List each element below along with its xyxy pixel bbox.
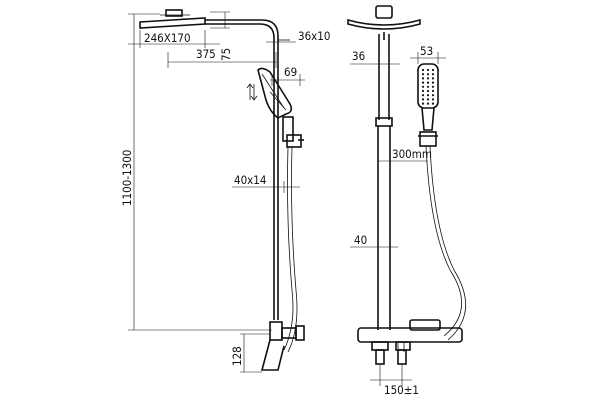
nozzle-dot xyxy=(421,85,425,88)
nozzle-grid xyxy=(421,68,435,105)
adjust-arrows-icon xyxy=(246,83,258,101)
nozzle-dot xyxy=(421,68,425,72)
nozzle-dot xyxy=(421,73,425,76)
nozzle-dot xyxy=(431,102,435,105)
hand-shower-front xyxy=(417,63,439,147)
overhead-shower-head xyxy=(139,9,206,29)
nozzle-dot xyxy=(421,77,425,80)
thermostatic-mixer-bar xyxy=(357,319,463,374)
dim-pipe-lower: 40 xyxy=(350,233,398,248)
nozzle-dot xyxy=(426,102,430,105)
nozzle-dot xyxy=(426,94,430,97)
riser-pipe-front xyxy=(375,34,393,330)
nozzle-dot xyxy=(431,77,435,80)
nozzle-dot xyxy=(431,85,435,88)
hose-front xyxy=(425,145,466,341)
dim-handshower-width-label: 53 xyxy=(420,44,433,58)
dim-wall-centers-label: 150±1 xyxy=(384,383,419,397)
dim-handshower-offset: 69 xyxy=(270,65,305,86)
dim-arm-fitting-label: 36x10 xyxy=(298,29,330,43)
nozzle-dot xyxy=(421,89,425,93)
nozzle-dot xyxy=(421,98,425,101)
dim-slide-bar-label: 40x14 xyxy=(234,173,266,187)
dim-head-thickness: 75 xyxy=(210,11,233,61)
dim-head-thickness-label: 75 xyxy=(219,48,233,61)
dim-head-size-label: 246X170 xyxy=(144,31,191,45)
nozzle-dot xyxy=(431,98,435,101)
dim-arm-reach: 375 xyxy=(167,47,277,68)
overhead-shower-head-front xyxy=(347,5,421,40)
nozzle-dot xyxy=(426,77,430,80)
dim-adjust-range: 300mm xyxy=(378,147,432,162)
dim-wall-centers: 150±1 xyxy=(370,374,419,397)
shower-arm-riser xyxy=(205,19,290,320)
side-view: 75 246X170 36x10 375 69 xyxy=(120,9,330,373)
nozzle-dot xyxy=(426,89,430,93)
nozzle-dot xyxy=(426,81,430,84)
dim-slide-bar: 40x14 xyxy=(232,173,300,193)
front-view: 36 53 300mm 40 xyxy=(347,5,466,397)
dim-arm-fitting: 36x10 xyxy=(266,29,330,43)
nozzle-dot xyxy=(421,102,425,105)
nozzle-dot xyxy=(421,94,425,97)
nozzle-dot xyxy=(431,81,435,84)
dim-head-size: 246X170 xyxy=(128,30,220,48)
nozzle-dot xyxy=(431,68,435,72)
dim-outlet-height-label: 128 xyxy=(230,346,244,366)
nozzle-dot xyxy=(426,98,430,101)
dim-height-range: 1100-1300 xyxy=(120,13,272,331)
dim-outlet-height: 128 xyxy=(230,333,270,373)
nozzle-dot xyxy=(426,73,430,76)
nozzle-dot xyxy=(431,89,435,93)
hand-shower-side xyxy=(257,67,304,148)
dim-pipe-upper: 36 xyxy=(350,49,400,65)
hose-side xyxy=(283,145,298,353)
dim-handshower-width: 53 xyxy=(410,44,446,64)
nozzle-dot xyxy=(426,68,430,72)
dim-arm-reach-label: 375 xyxy=(196,47,216,61)
nozzle-dot xyxy=(431,94,435,97)
nozzle-dot xyxy=(426,85,430,88)
dim-adjust-range-label: 300mm xyxy=(392,147,432,161)
dim-pipe-lower-label: 40 xyxy=(354,233,367,247)
outlet-fitting-side xyxy=(260,321,305,371)
dim-handshower-offset-label: 69 xyxy=(284,65,297,79)
dim-height-range-label: 1100-1300 xyxy=(120,150,134,206)
nozzle-dot xyxy=(431,73,435,76)
dim-pipe-upper-label: 36 xyxy=(352,49,365,63)
nozzle-dot xyxy=(421,81,425,84)
